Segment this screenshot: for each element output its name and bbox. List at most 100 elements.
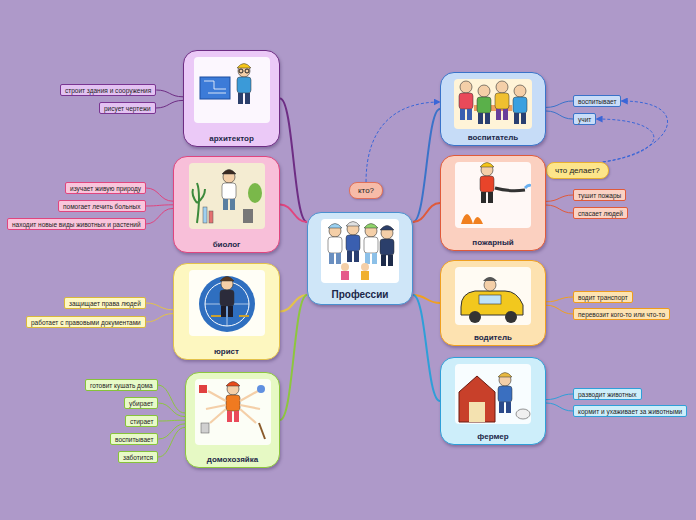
profession-box: домохозяйка	[185, 372, 280, 468]
subtopic-box: учит	[573, 113, 596, 125]
floating-topic: кто?	[349, 182, 383, 199]
branch-line	[546, 111, 573, 119]
branch-line	[413, 203, 440, 222]
node-label: пожарный	[472, 238, 513, 247]
subtopic-box: тушит пожары	[573, 189, 626, 201]
profession-box: водитель	[440, 260, 546, 346]
node-label: учит	[578, 116, 591, 123]
branch-line	[280, 99, 307, 223]
node-label: заботится	[123, 454, 153, 461]
branch-line	[146, 303, 173, 310]
node-label: кто?	[358, 186, 374, 195]
node-label: перевозит кого-то или что-то	[578, 311, 665, 318]
node-label: водит транспорт	[578, 294, 628, 301]
profession-illustration	[455, 364, 531, 424]
subtopic-box: воспитывает	[573, 95, 621, 107]
profession-box: пожарный	[440, 155, 546, 251]
profession-illustration	[194, 57, 270, 123]
node-label: готовит кушать дома	[90, 382, 153, 389]
branch-line	[280, 205, 307, 223]
subtopic-box: защищает права людей	[64, 297, 146, 309]
node-label: кормит и ухаживает за животными	[578, 408, 682, 415]
branch-line	[156, 100, 183, 108]
branch-line	[413, 295, 440, 401]
branch-line	[146, 208, 173, 224]
node-label: воспитывает	[115, 436, 153, 443]
subtopic-box: находит новые виды животных и растений	[7, 218, 146, 230]
node-label: работает с правовыми документами	[31, 319, 141, 326]
branch-line	[158, 427, 185, 457]
floating-topic: что делает?	[546, 162, 609, 179]
node-label: спасает людей	[578, 210, 623, 217]
node-label: убирает	[129, 400, 153, 407]
subtopic-box: изучает живую природу	[65, 182, 146, 194]
node-label: что делает?	[555, 166, 600, 175]
relationship-arrow	[596, 119, 654, 162]
subtopic-box: водит транспорт	[573, 291, 633, 303]
node-label: изучает живую природу	[70, 185, 141, 192]
node-label: домохозяйка	[207, 455, 258, 464]
branch-line	[146, 205, 173, 206]
subtopic-box: спасает людей	[573, 207, 628, 219]
node-label: рисует чертежи	[104, 105, 151, 112]
node-label: находит новые виды животных и растений	[12, 221, 141, 228]
node-label: воспитатель	[468, 133, 519, 142]
branch-line	[546, 297, 573, 302]
central-topic: Профессии	[307, 212, 413, 305]
subtopic-box: стирает	[125, 415, 158, 427]
profession-illustration	[455, 267, 531, 325]
profession-illustration	[189, 270, 265, 336]
branch-line	[546, 305, 573, 314]
branch-line	[158, 420, 185, 422]
branch-line	[156, 90, 183, 97]
subtopic-box: работает с правовыми документами	[26, 316, 146, 328]
branch-line	[158, 403, 185, 417]
node-label: помогает лечить больных	[63, 203, 141, 210]
subtopic-box: помогает лечить больных	[58, 200, 146, 212]
node-label: тушит пожары	[578, 192, 621, 199]
node-label: фермер	[477, 432, 508, 441]
subtopic-box: рисует чертежи	[99, 102, 156, 114]
branch-line	[546, 394, 573, 400]
subtopic-box: перевозит кого-то или что-то	[573, 308, 670, 320]
node-label: биолог	[213, 240, 241, 249]
node-label: стирает	[130, 418, 153, 425]
branch-line	[146, 314, 173, 322]
branch-line	[546, 195, 573, 201]
branch-line	[280, 295, 307, 420]
branch-line	[146, 188, 173, 201]
subtopic-box: готовит кушать дома	[85, 379, 158, 391]
profession-box: архитектор	[183, 50, 280, 147]
branch-line	[546, 403, 573, 411]
subtopic-box: воспитывает	[110, 433, 158, 445]
subtopic-box: строит здания и сооружения	[60, 84, 156, 96]
profession-illustration	[189, 163, 265, 229]
node-label: юрист	[214, 347, 239, 356]
branch-line	[158, 424, 185, 439]
profession-box: юрист	[173, 263, 280, 360]
professions-illustration	[321, 219, 399, 283]
branch-line	[413, 109, 440, 222]
branch-line	[546, 205, 573, 213]
profession-illustration	[454, 79, 532, 129]
subtopic-box: кормит и ухаживает за животными	[573, 405, 687, 417]
node-label: водитель	[474, 333, 512, 342]
node-label: строит здания и сооружения	[65, 87, 151, 94]
node-label: воспитывает	[578, 98, 616, 105]
profession-box: воспитатель	[440, 72, 546, 146]
relationship-arrow	[366, 102, 440, 182]
profession-box: биолог	[173, 156, 280, 253]
node-label: защищает права людей	[69, 300, 141, 307]
profession-illustration	[195, 379, 271, 445]
relationship-arrow	[603, 101, 668, 162]
profession-box: фермер	[440, 357, 546, 445]
subtopic-box: заботится	[118, 451, 158, 463]
subtopic-box: убирает	[124, 397, 158, 409]
branch-line	[546, 101, 573, 107]
node-label: Профессии	[332, 289, 389, 300]
node-label: разводит животных	[578, 391, 637, 398]
node-label: архитектор	[209, 134, 254, 143]
subtopic-box: разводит животных	[573, 388, 642, 400]
profession-illustration	[455, 162, 531, 228]
